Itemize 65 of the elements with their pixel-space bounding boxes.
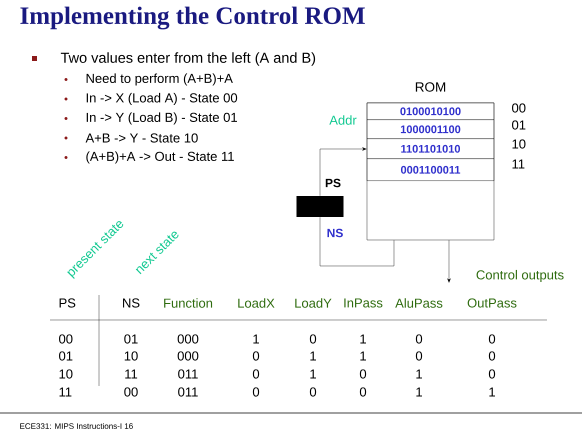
table-cell: 10 [60,369,72,379]
table-cell: 0 [416,351,422,361]
table-header: LoadY [295,298,332,308]
rom-row: 0001100011 [366,158,494,181]
footer-text: ECE331: MIPS Instructions-I 16 [20,423,133,429]
table-cell: 0 [310,334,316,344]
register-label: NS [327,228,343,238]
table-cell: 1 [253,334,259,344]
table-cell: 0 [252,351,260,361]
address-label: 00 [512,103,526,113]
bullet-text: In -> Y (Load B) - State 01 [64,112,237,125]
table-cell: 011 [178,387,198,397]
connector [447,240,451,283]
table-cell: 000 [178,334,198,344]
table-cell: 1 [416,370,422,378]
table-cell: 00 [124,387,138,397]
edge-label: Control outputs [476,270,564,282]
table-cell: 01 [124,334,138,344]
table-cell: 1 [416,388,422,396]
rom-row: 0100010100 [366,102,494,120]
table-header: PS [60,298,76,308]
bullet-text: Need to perform (A+B)+A [64,73,233,86]
bullet-text: A+B -> Y - State 10 [64,133,198,143]
table-header: AluPass [395,298,442,308]
table-cell: 0 [488,351,496,361]
title: Implementing the Control ROM [20,6,365,30]
table-cell: 1 [360,352,366,360]
table-cell: 1 [310,370,316,378]
table-cell: 1 [310,352,316,360]
register-label: PS [326,178,341,188]
table-header: LoadX [238,298,275,308]
table-cell: 1 [489,388,495,396]
address-label: 01 [512,120,526,130]
node-label: ROM [416,82,446,92]
table-cell: 0 [310,387,316,397]
table-cell: 11 [125,370,138,378]
table-cell: 0 [488,369,496,379]
rom-row: 1000001100 [366,120,494,139]
table-cell: 0 [360,369,366,379]
table-cell: 1 [360,334,366,344]
connector [320,147,366,196]
table-header: NS [123,298,140,308]
table-cell: 0 [252,387,260,397]
table-cell: 10 [124,351,138,361]
address-label: 10 [512,139,526,149]
register-box [296,196,344,217]
table-cell: 0 [252,369,260,379]
table-cell: 11 [60,388,72,396]
table-header: Function [164,298,212,308]
address-label: 11 [512,160,524,168]
bullet-text: (A+B)+A -> Out - State 11 [64,151,234,164]
connector [320,217,394,266]
table-cell: 0 [360,387,366,397]
bullet-text: In -> X (Load A) - State 00 [64,92,238,106]
table-cell: 00 [59,334,72,344]
rom-row: 1101101010 [366,138,494,159]
table-cell: 01 [59,351,72,361]
port-label: Addr [329,115,356,125]
table-cell: 0 [488,334,496,344]
table-header: InPass [344,298,382,308]
table-cell: 000 [178,351,198,361]
table-cell: 0 [416,334,422,344]
table-cell: 011 [178,369,198,379]
table-header: OutPass [468,298,516,308]
bullet-text: Two values enter from the left (A and B) [32,52,316,66]
